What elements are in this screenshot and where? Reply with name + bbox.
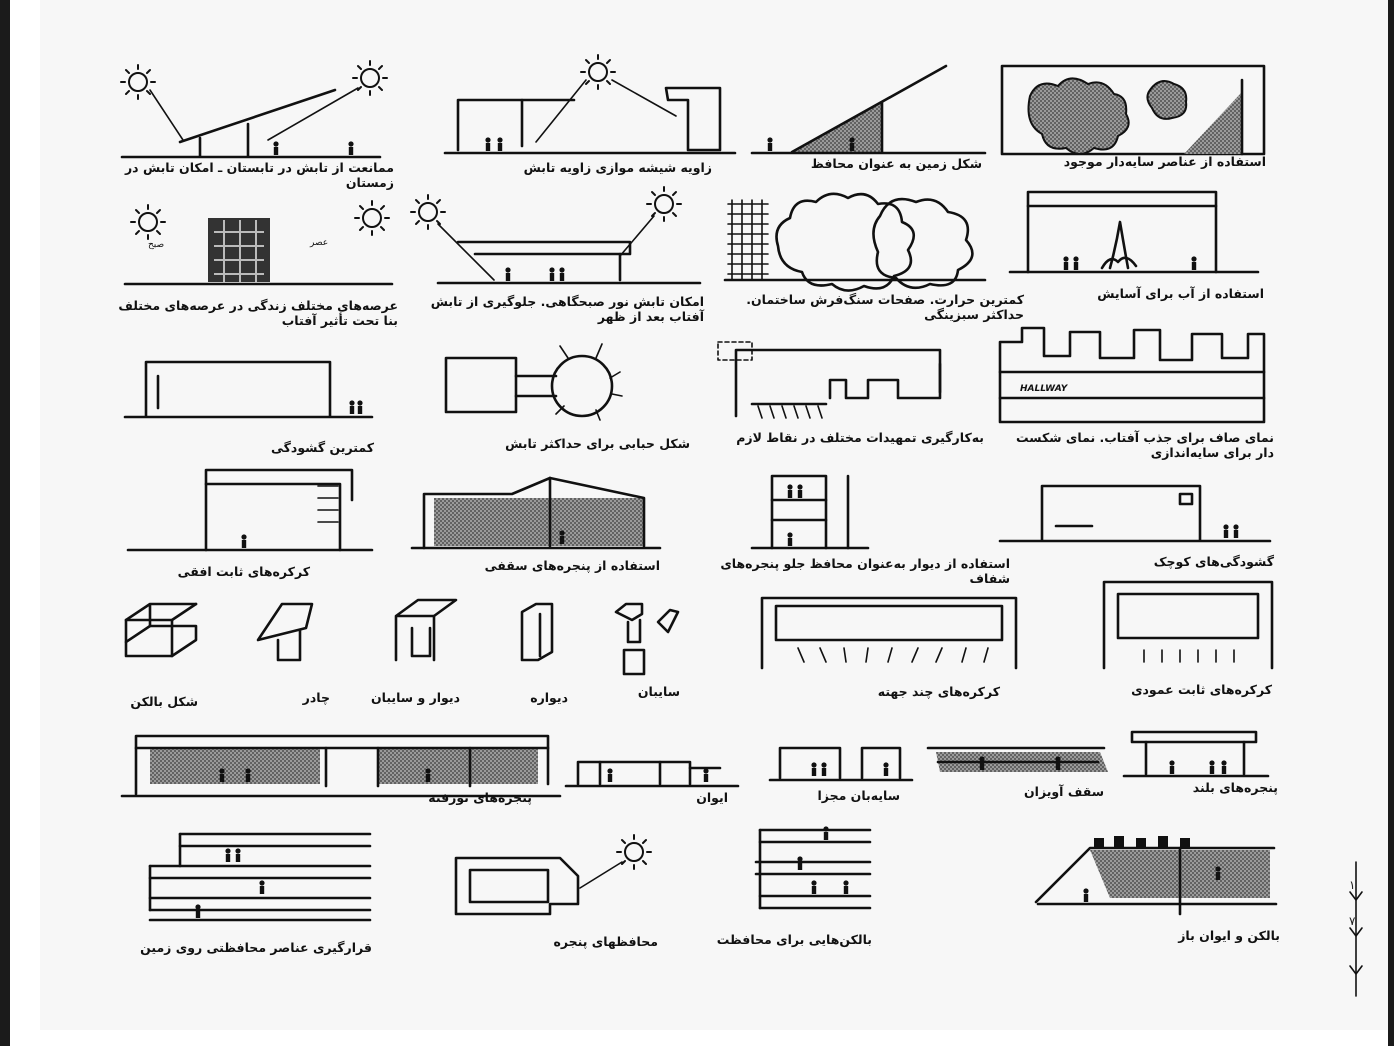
caption-partition-wall: دیواره: [530, 690, 568, 705]
caption-water-comfort: استفاده از آب برای آسایش: [1097, 286, 1264, 301]
caption-min-opening: کمترین گشودگی: [271, 440, 374, 455]
diagram-tall-windows: [1122, 730, 1270, 778]
diagram-multi-louvers: [760, 596, 1018, 670]
page-indicator: [1349, 861, 1363, 997]
label-hallway: HALLWAY: [1020, 384, 1068, 394]
diagram-ground-protection: [148, 832, 372, 922]
caption-earth-form: شکل زمین به عنوان محافظ: [810, 156, 982, 171]
diagram-wall-canopy: [394, 598, 458, 662]
diagram-morning-light: [410, 186, 702, 285]
diagram-bubble-form: [444, 343, 623, 421]
caption-existing-shade: استفاده از عناصر سایه‌دار موجود: [1063, 154, 1266, 169]
caption-small-openings: گشودگی‌های کوچک: [1153, 554, 1274, 569]
caption-wall-protection: استفاده از دیوار به‌عنوان محافظ جلو پنجر…: [720, 556, 1010, 586]
caption-hanging-roof: سقف آویزان: [1023, 784, 1104, 799]
caption-morning-light: امکان تابش نور صبحگاهی. جلوگیری از تابش …: [430, 294, 704, 324]
diagram-partition-wall: [520, 602, 554, 662]
diagram-protective-balconies: [754, 826, 872, 910]
diagram-separate-shade: [768, 746, 914, 782]
diagram-earth-form: [750, 64, 987, 155]
diagram-zones-sun: [123, 200, 394, 286]
diagram-hanging-roof: [926, 746, 1108, 772]
page-digit-2: ۷: [1349, 914, 1356, 928]
diagram-window-guards: [454, 834, 652, 916]
diagram-min-opening: [123, 360, 374, 419]
diagram-skylights: [410, 476, 662, 550]
caption-tent: چادر: [302, 690, 330, 705]
caption-recessed-windows: پنجره‌های تورفته: [428, 790, 532, 805]
caption-wall-canopy: دیوار و سایبان: [370, 690, 460, 705]
diagram-water-comfort: [1008, 190, 1260, 274]
caption-skylights: استفاده از پنجره‌های سقفی: [484, 558, 660, 573]
diagram-summer-winter-shade: [120, 60, 388, 159]
caption-multi-louvers: کرکره‌های چند جهته: [877, 684, 1000, 699]
caption-bubble-form: شکل حبابی برای حداکثر تابش: [505, 436, 690, 451]
caption-balcony-open-porch: بالکن و ایوان باز: [1178, 928, 1280, 943]
scan-border-right: [1388, 0, 1394, 1046]
caption-horizontal-louvers: کرکره‌های ثابت افقی: [177, 564, 310, 579]
diagram-porch: [564, 760, 740, 788]
diagram-vertical-louvers: [1102, 580, 1274, 670]
caption-ground-protection: قرارگیری عناصر محافظتی روی زمین: [140, 940, 372, 955]
scan-border-left: [0, 0, 10, 1046]
caption-zones-sun: عرصه‌های مختلف زندگی در عرصه‌های مختلف ب…: [118, 298, 398, 328]
diagram-small-openings: [998, 484, 1272, 543]
diagram-glass-angle: [443, 54, 737, 155]
caption-various-devices: به‌کارگیری تمهیدات مختلف در نقاط لازم: [736, 430, 984, 445]
diagram-flat-broken-facade: [998, 326, 1266, 424]
diagram-horizontal-louvers: [126, 468, 374, 552]
diagram-balcony-open-porch: [1034, 836, 1278, 916]
caption-tall-windows: پنجره‌های بلند: [1192, 780, 1278, 795]
diagram-balcony-form: [124, 602, 198, 658]
caption-min-heat: کمترین حرارت. صفحات سنگ‌فرش ساختمان. حدا…: [746, 292, 1024, 322]
label-afternoon: عصر: [310, 238, 329, 248]
label-morning: صبح: [148, 240, 165, 250]
caption-vertical-louvers: کرکره‌های ثابت عمودی: [1131, 682, 1272, 697]
diagram-recessed-windows: [120, 734, 562, 798]
caption-porch: ایوان: [696, 790, 728, 805]
caption-summer-winter: ممانعت از تابش در تابستان ـ امکان تابش د…: [124, 160, 394, 190]
diagram-canopy: [614, 602, 680, 676]
diagram-wall-protection: [750, 474, 870, 550]
caption-glass-angle: زاویه شیشه موازی زاویه تابش: [523, 160, 712, 175]
caption-separate-shade: سایه‌بان مجزا: [817, 788, 900, 803]
caption-flat-broken-facade: نمای صاف برای جذب آفتاب. نمای شکست‌ دار …: [1016, 430, 1274, 460]
caption-balcony-form: شکل بالکن: [130, 694, 198, 709]
diagram-min-heat: [723, 192, 987, 292]
diagram-existing-shade: [1000, 64, 1266, 156]
diagram-various-devices: [717, 341, 942, 419]
diagram-tent: [256, 602, 314, 662]
caption-protective-balconies: بالکن‌هایی برای محافظت: [716, 932, 872, 947]
caption-canopy: سایبان: [637, 684, 680, 699]
page-digit-1: ۱: [1349, 878, 1356, 892]
caption-window-guards: محافظهای پنجره: [553, 934, 658, 949]
